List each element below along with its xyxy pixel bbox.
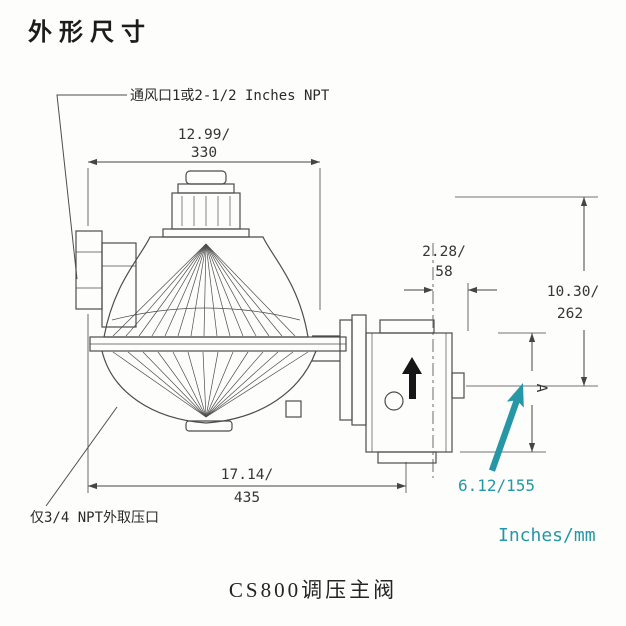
dim-height-inches: 10.30/ — [547, 284, 599, 300]
flow-direction-arrow — [402, 357, 422, 399]
upper-diaphragm-case — [103, 236, 309, 338]
dim-top-width-inches: 12.99/ — [178, 127, 230, 143]
gauge-port-circle — [384, 391, 404, 411]
page-title: 外形尺寸 — [28, 19, 152, 46]
bonnet — [162, 170, 250, 238]
dim-overall-width-mm: 435 — [234, 490, 260, 506]
dim-top-width-mm: 330 — [191, 145, 217, 161]
pointer-arrow — [488, 383, 524, 472]
dim-height-mm: 262 — [557, 306, 583, 322]
dimension-lines — [87, 158, 598, 493]
valve-body — [365, 319, 465, 464]
drawing-caption: CS800调压主阀 — [228, 578, 398, 602]
vent-flange — [75, 230, 137, 328]
valve-line-art — [75, 170, 465, 464]
tap-leader-line — [45, 406, 118, 507]
dim-a-label: A — [533, 384, 549, 393]
lower-diaphragm-case — [101, 350, 317, 432]
diaphragm-flange — [89, 336, 347, 352]
pressure-tap-label: 仅3/4 NPT外取压口 — [30, 510, 159, 526]
units-label: Inches/mm — [498, 525, 596, 546]
side-plug — [451, 372, 465, 399]
outlet-pipe-flanges — [312, 314, 367, 426]
dim-a-value: 6.12/155 — [458, 476, 535, 495]
vent-port-label: 通风口1或2-1/2 Inches NPT — [130, 88, 330, 104]
dim-port-width-inches: 2.28/ — [422, 244, 466, 260]
vent-leader-line — [56, 94, 127, 280]
dim-port-width-mm: 58 — [435, 264, 452, 280]
dim-overall-width-inches: 17.14/ — [221, 467, 273, 483]
